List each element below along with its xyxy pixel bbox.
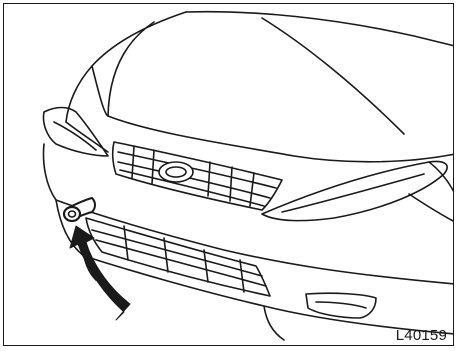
car-front-illustration [4,4,454,346]
figure-code: L40159 [396,328,447,343]
right-headlight [262,162,447,221]
fog-lamp [306,293,376,318]
towing-eyelet-icon [64,198,95,221]
upper-grille [113,142,282,210]
left-headlight [44,108,109,157]
hood-lines [66,12,454,162]
arrow-icon [70,226,130,320]
emblem [159,162,193,182]
illustration-frame: L40159 [3,3,454,346]
